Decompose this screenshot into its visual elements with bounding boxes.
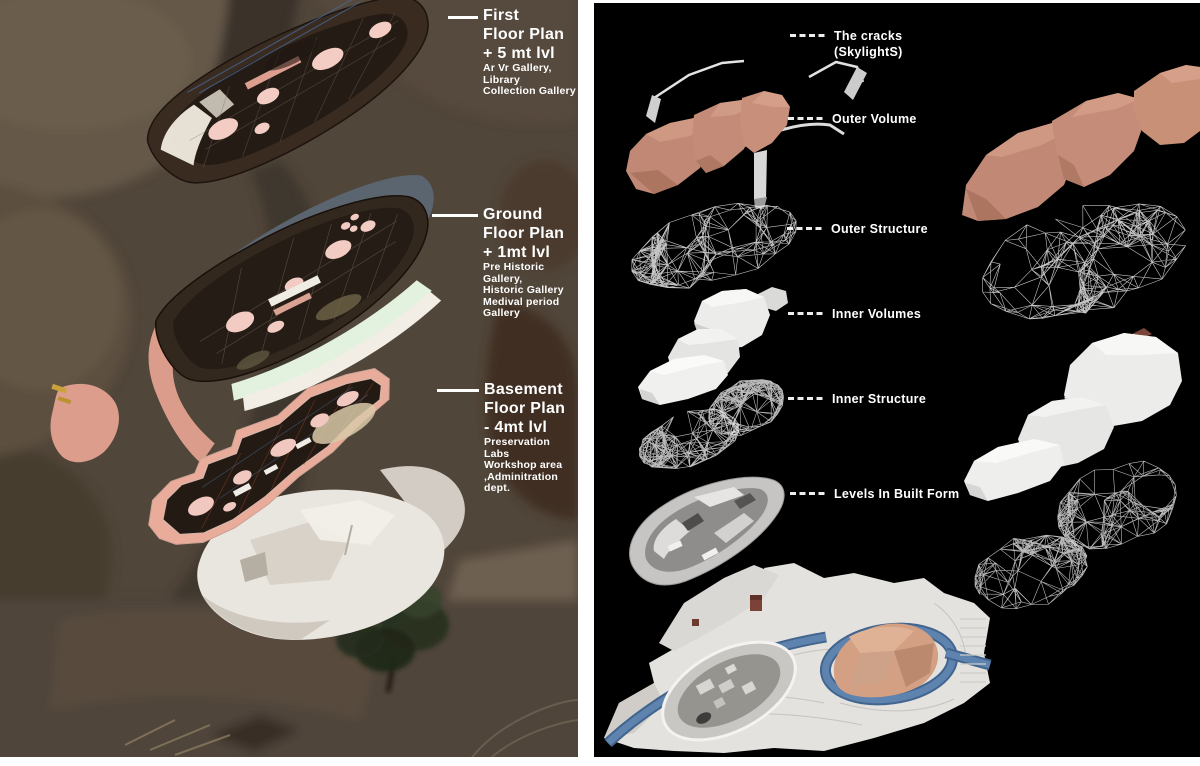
plan-title-line: Floor Plan: [483, 26, 565, 43]
label-inner-volumes: Inner Volumes: [788, 306, 921, 322]
ground-floor-plan-model: [50, 175, 442, 464]
plan-detail-line: Workshop area: [484, 459, 563, 471]
contour-hatch: [960, 618, 986, 683]
layer-label-line: Outer Volume: [832, 112, 917, 126]
outer-structure-wireframe: [631, 203, 797, 289]
site-plan-model: [604, 563, 992, 753]
cracks-skylights-model: [646, 59, 867, 209]
label-outer-volume: Outer Volume: [788, 111, 917, 127]
plan-detail-line: Preservation Labs: [484, 436, 551, 460]
terrace-contours: [471, 699, 578, 757]
dashed-leader-line: [790, 34, 827, 37]
site-montage-art: [0, 0, 578, 757]
plan-title-line: First: [483, 7, 520, 24]
inner-volumes-model: [638, 287, 788, 405]
levels-built-form-model: [629, 476, 785, 586]
first-floor-plan-label: First Floor Plan + 5 mt lvl Ar Vr Galler…: [483, 6, 576, 98]
site-rock-mass: [833, 623, 939, 698]
dashed-leader-line: [788, 397, 825, 400]
ground-floor-plan-label: Ground Floor Plan + 1mt lvl Pre Historic…: [483, 205, 578, 320]
site-photomontage-panel: First Floor Plan + 5 mt lvl Ar Vr Galler…: [0, 0, 578, 757]
inner-structure-wireframe: [639, 379, 784, 469]
plan-title-line: - 4mt lvl: [484, 419, 548, 436]
layer-label-line: Inner Volumes: [832, 307, 922, 321]
inner-structure-wireframe-large: [974, 460, 1177, 609]
exploded-diagram-panel: The cracks (SkylightS) Outer Volume Oute…: [594, 3, 1200, 757]
dashed-leader-line: [790, 492, 827, 495]
dashed-leader-line: [788, 312, 825, 315]
label-outer-structure: Outer Structure: [787, 221, 928, 237]
layer-label-line: Levels In Built Form: [834, 487, 960, 501]
red-block-small: [692, 619, 699, 626]
plan-title-line: Basement: [484, 381, 563, 398]
label-the-cracks: The cracks (SkylightS): [790, 28, 903, 60]
outer-structure-wireframe-large: [982, 203, 1186, 320]
plan-detail-line: Collection Gallery: [483, 85, 576, 97]
basement-floor-plan-model: [148, 367, 390, 545]
layer-label-line: The cracks: [834, 29, 903, 43]
plan-detail-line: Gallery: [483, 307, 521, 319]
label-levels-built-form: Levels In Built Form: [790, 486, 959, 502]
plan-detail-line: ,Adminitration dept.: [484, 470, 558, 494]
excavated-white-mass: [197, 466, 465, 640]
inner-volumes-model-large: [964, 328, 1182, 501]
outer-volume-model: [626, 91, 790, 194]
layer-label-line: (SkylightS): [834, 45, 903, 59]
plan-title-line: + 1mt lvl: [483, 244, 551, 261]
plan-title-line: Floor Plan: [484, 400, 566, 417]
plan-detail-line: Library: [483, 73, 520, 86]
dashed-leader-line: [787, 227, 824, 230]
hut-sticks: [124, 719, 231, 756]
excavation-plan: [661, 640, 797, 742]
basement-floor-plan-label: Basement Floor Plan - 4mt lvl Preservati…: [484, 380, 578, 495]
plan-detail-line: Medival period: [483, 295, 560, 308]
plan-detail-line: Pre Historic Gallery,: [483, 261, 545, 285]
plan-title-line: Ground: [483, 206, 543, 223]
label-inner-structure: Inner Structure: [788, 391, 926, 407]
leader-lines: [432, 16, 479, 392]
plan-detail-line: Historic Gallery: [483, 284, 564, 296]
exploded-diagram-art: [594, 3, 1200, 757]
layer-label-line: Outer Structure: [831, 222, 928, 236]
plan-title-line: Floor Plan: [483, 225, 565, 242]
plan-detail-line: Ar Vr Gallery,: [483, 62, 552, 74]
dashed-leader-line: [788, 117, 825, 120]
red-block-top: [750, 595, 762, 600]
plan-title-line: + 5 mt lvl: [483, 45, 555, 62]
layer-label-line: Inner Structure: [832, 392, 927, 406]
first-floor-plan-model: [146, 0, 429, 184]
outer-volume-model-large: [962, 65, 1200, 221]
